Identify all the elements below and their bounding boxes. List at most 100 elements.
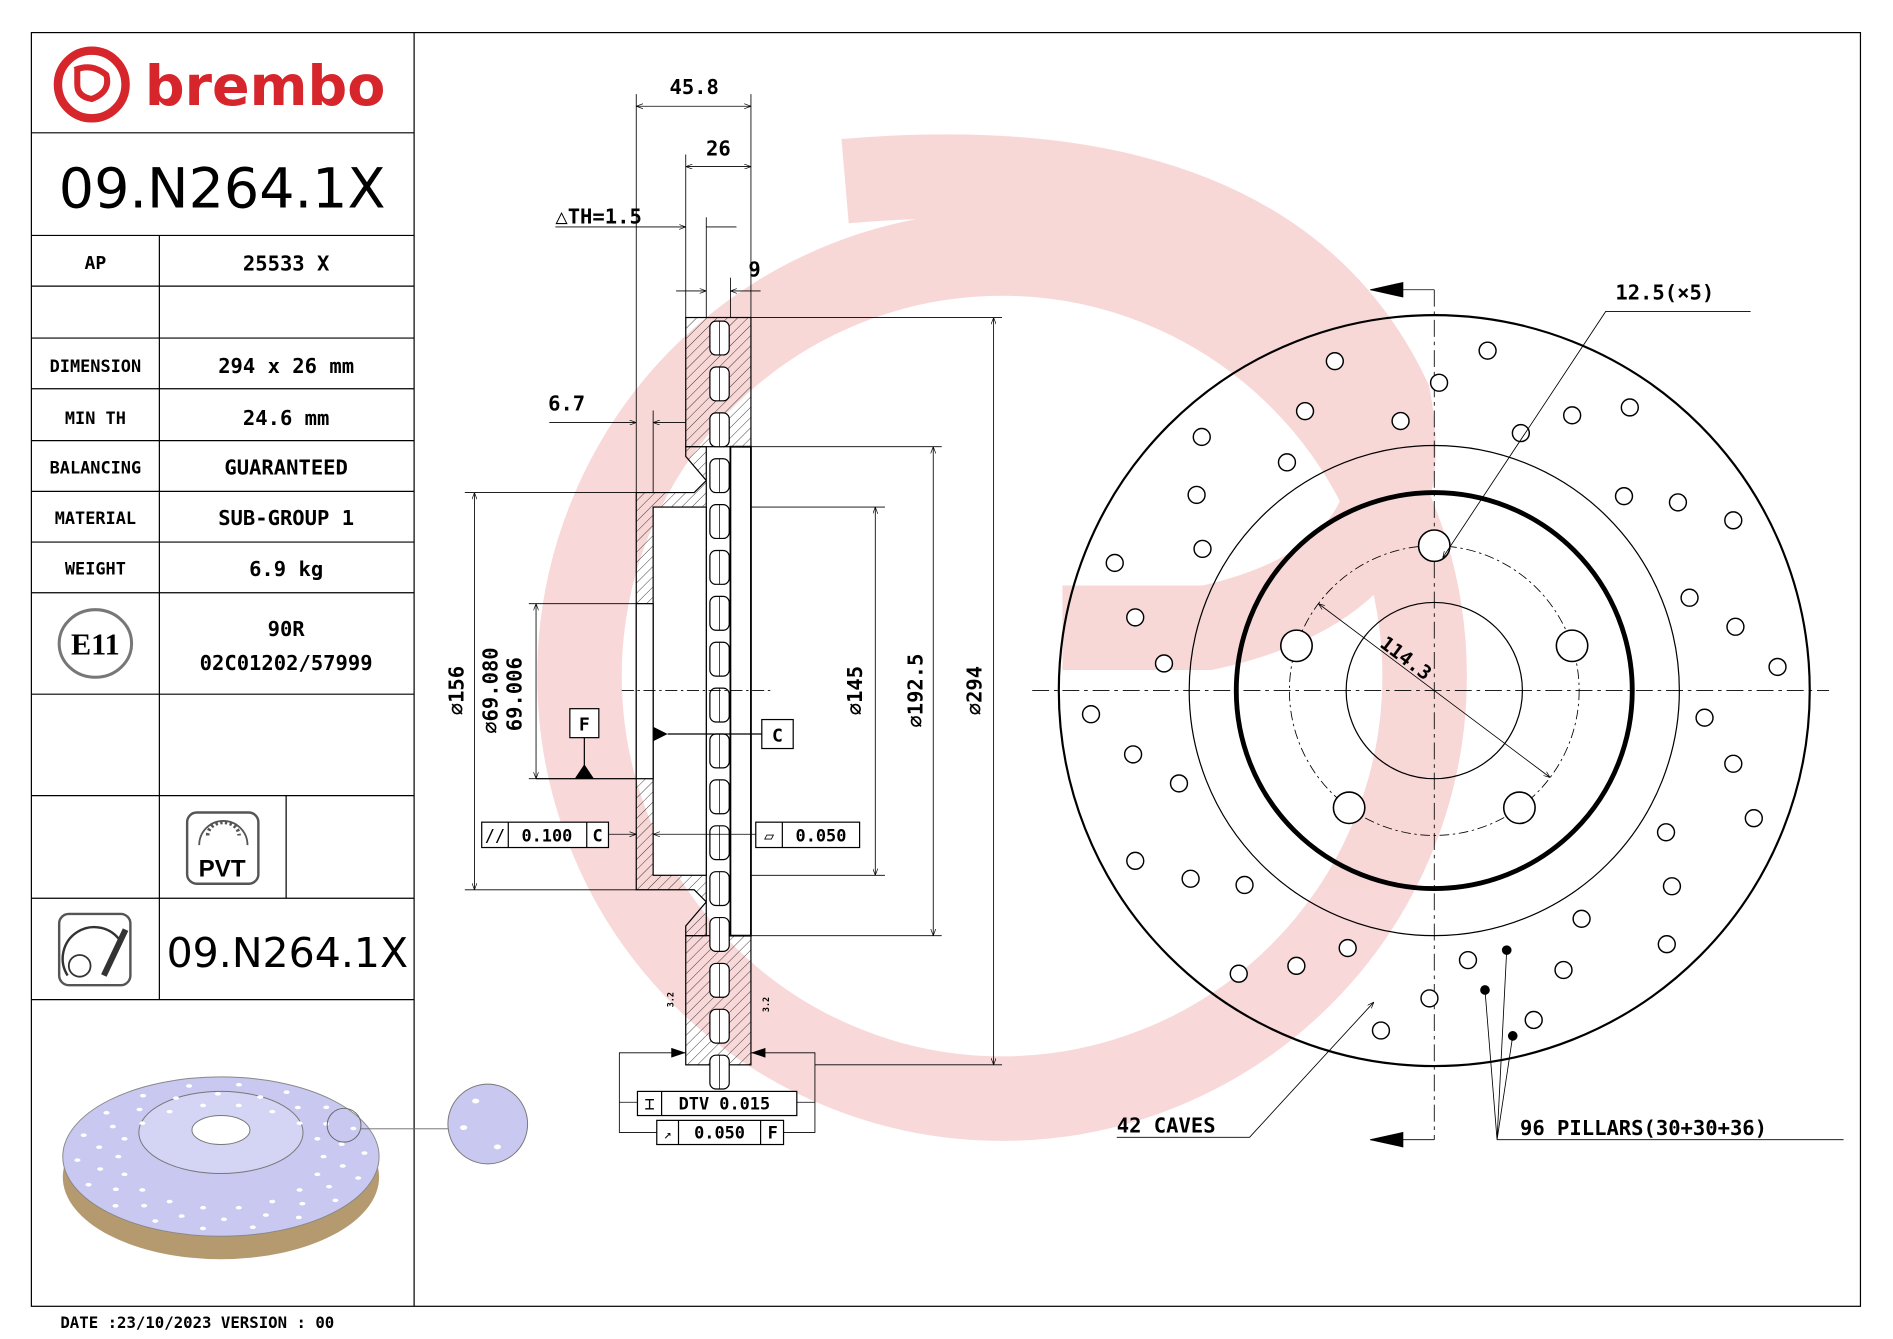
render-drill-dot — [323, 1122, 330, 1126]
render-drill-dot — [283, 1090, 290, 1094]
render-drill-dot — [332, 1198, 339, 1203]
render-drill-dot — [314, 1172, 321, 1177]
drill-hole — [1614, 486, 1634, 506]
render-drill-dot — [136, 1107, 143, 1112]
svg-text:⌀294: ⌀294 — [963, 666, 987, 715]
bolt-hole — [1280, 629, 1313, 663]
render-drill-dot — [103, 1110, 110, 1115]
render-drill-dot — [326, 1184, 333, 1189]
drill-hole — [1724, 511, 1743, 530]
render-drill-dot — [139, 1188, 146, 1192]
render-drill-dot — [166, 1199, 173, 1204]
drill-hole — [1656, 823, 1676, 842]
render-drill-dot — [294, 1105, 301, 1110]
spec-label: MATERIAL — [55, 508, 136, 528]
render-drill-dot — [220, 1217, 227, 1222]
drill-hole — [1126, 851, 1145, 871]
svg-text:9: 9 — [748, 257, 760, 281]
drill-hole — [1193, 539, 1212, 559]
render-drill-dot — [97, 1167, 104, 1171]
svg-text:F: F — [768, 1122, 778, 1142]
render-drill-dot — [96, 1145, 103, 1150]
drill-hole — [1325, 352, 1345, 371]
bolt-hole-note: 12.5(×5) — [1615, 280, 1714, 304]
render-drill-dot — [140, 1093, 147, 1098]
svg-text:↗: ↗ — [664, 1127, 672, 1142]
drill-hole — [1554, 960, 1573, 980]
render-drill-dot — [323, 1105, 330, 1110]
title-block — [31, 132, 415, 1001]
disc-render-image — [62, 1076, 529, 1260]
section-markers — [1370, 281, 1435, 1148]
date-version: DATE :23/10/2023 VERSION : 00 — [60, 1313, 334, 1332]
spec-label: DIMENSION — [50, 356, 142, 376]
svg-text:0.050: 0.050 — [796, 825, 847, 845]
front-view: 114.3 12.5(×5) 42 CAVES 96 PILLARS(30+30… — [1032, 280, 1844, 1148]
drill-hole — [1338, 938, 1357, 958]
render-drill-dot — [235, 1082, 242, 1087]
render-drill-dot — [350, 1126, 357, 1131]
render-drill-dot — [166, 1109, 173, 1114]
svg-text:⌀145: ⌀145 — [843, 666, 867, 715]
render-drill-dot — [85, 1182, 92, 1187]
bolt-hole — [1555, 629, 1589, 663]
svg-text:26: 26 — [706, 137, 731, 161]
spec-value: 6.9 kg — [249, 557, 323, 581]
svg-text:E11: E11 — [71, 627, 120, 661]
svg-text:⌶: ⌶ — [644, 1094, 654, 1114]
section-view: 45.8 26 △TH=1.5 9 6.7 ⌀156 ⌀69.080 69.00… — [445, 75, 1003, 1146]
drill-hole — [1169, 774, 1189, 793]
sheet-frame — [30, 31, 1862, 1307]
svg-text:DTV 0.015: DTV 0.015 — [679, 1094, 771, 1114]
svg-text:69.006: 69.006 — [503, 657, 527, 731]
render-drill-dot — [296, 1188, 303, 1192]
drill-hole — [1229, 964, 1248, 983]
drill-hole — [1105, 553, 1124, 573]
spec-value: 24.6 mm — [243, 406, 329, 430]
render-drill-dot — [214, 1092, 221, 1096]
svg-text:3.2: 3.2 — [761, 997, 771, 1012]
render-drill-dot — [355, 1176, 362, 1180]
drill-hole — [1620, 398, 1639, 417]
drill-hole — [1391, 411, 1410, 431]
render-drill-dot — [296, 1121, 303, 1126]
drill-hole — [1724, 754, 1743, 773]
render-drill-dot — [121, 1137, 128, 1141]
drill-hole — [1458, 950, 1478, 970]
drill-hole — [1154, 654, 1174, 673]
render-drill-dot — [339, 1164, 346, 1168]
svg-text:△TH=1.5: △TH=1.5 — [555, 204, 641, 228]
render-drill-dot — [74, 1158, 81, 1162]
drill-hole — [1478, 341, 1497, 360]
drill-hole — [1562, 406, 1582, 425]
bolt-hole — [1502, 791, 1536, 825]
svg-text:45.8: 45.8 — [669, 75, 718, 99]
bottom-part-number: 09.N264.1X — [167, 929, 409, 977]
ap-label: AP — [84, 253, 106, 274]
spec-label: BALANCING — [50, 457, 142, 477]
spec-label: MIN TH — [65, 408, 126, 428]
drill-hole — [1235, 875, 1254, 895]
drill-hole — [1192, 427, 1211, 447]
drill-hole — [1726, 617, 1745, 636]
svg-text:⌀192.5: ⌀192.5 — [903, 654, 927, 728]
render-drill-dot — [80, 1133, 87, 1137]
brembo-logo: brembo — [53, 46, 385, 123]
drill-hole — [1662, 877, 1682, 896]
drill-hole — [1429, 373, 1449, 392]
svg-text://: // — [485, 825, 505, 845]
pillars-note: 96 PILLARS(30+30+36) — [1520, 1116, 1767, 1140]
render-drill-dot — [121, 1172, 128, 1177]
render-drill-dot — [141, 1203, 148, 1208]
render-drill-dot — [314, 1137, 321, 1141]
e11-mark-icon: E11 — [57, 608, 134, 679]
homologation-line2: 02C01202/57999 — [200, 651, 373, 675]
render-drill-dot — [115, 1154, 122, 1159]
svg-text:0.050: 0.050 — [694, 1122, 745, 1142]
render-drill-dot — [338, 1142, 345, 1146]
pvt-icon: PVT — [185, 811, 260, 885]
drill-hole — [1695, 708, 1714, 727]
svg-text:F: F — [579, 714, 590, 735]
render-drill-dot — [178, 1214, 185, 1218]
flatness-frame: ▱ 0.050 — [653, 821, 861, 849]
